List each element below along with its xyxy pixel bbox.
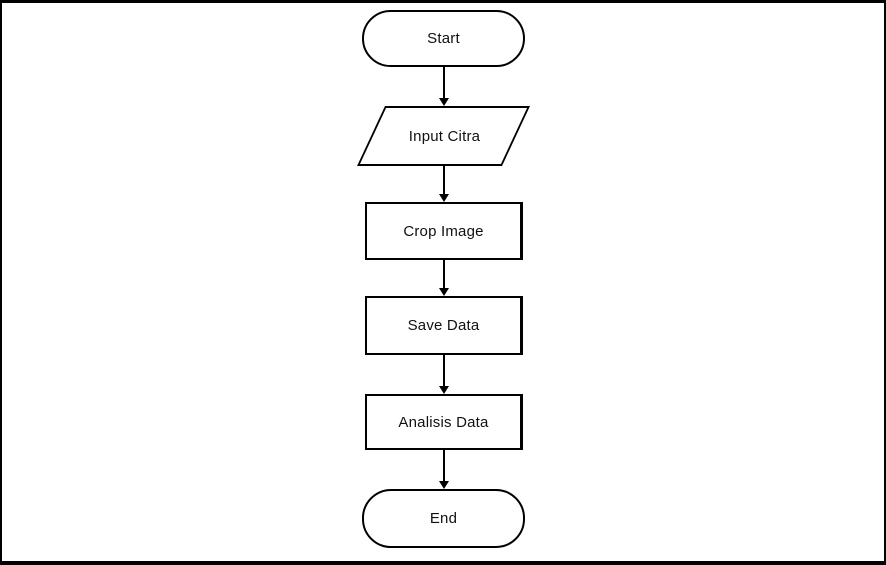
node-label-input-citra: Input Citra [408,127,481,145]
flow-arrow-analisis-to-end [439,450,449,489]
arrow-shaft [443,67,445,100]
flow-arrow-save-to-analisis [439,355,449,394]
flowchart-node-start: Start [362,10,525,67]
flowchart-node-analisis-data: Analisis Data [365,394,523,450]
arrowhead-down-icon [439,386,449,394]
arrowhead-down-icon [439,194,449,202]
flowchart-node-input-citra: Input Citra [357,106,532,166]
node-label-crop-image: Crop Image [403,222,484,240]
flow-arrow-start-to-input [439,67,449,106]
flow-arrow-crop-to-save [439,260,449,296]
arrow-shaft [443,260,445,290]
node-label-start: Start [427,30,460,47]
node-label-analisis-data: Analisis Data [398,413,489,431]
node-label-save-data: Save Data [407,317,480,334]
flowchart-node-save-data: Save Data [365,296,523,355]
arrow-shaft [443,355,445,388]
arrow-shaft [443,166,445,196]
flow-arrow-input-to-crop [439,166,449,202]
arrowhead-down-icon [439,98,449,106]
arrowhead-down-icon [439,481,449,489]
arrow-shaft [443,450,445,483]
flowchart-node-crop-image: Crop Image [365,202,523,260]
flowchart-node-end: End [362,489,525,548]
node-label-end: End [429,510,458,527]
arrowhead-down-icon [439,288,449,296]
